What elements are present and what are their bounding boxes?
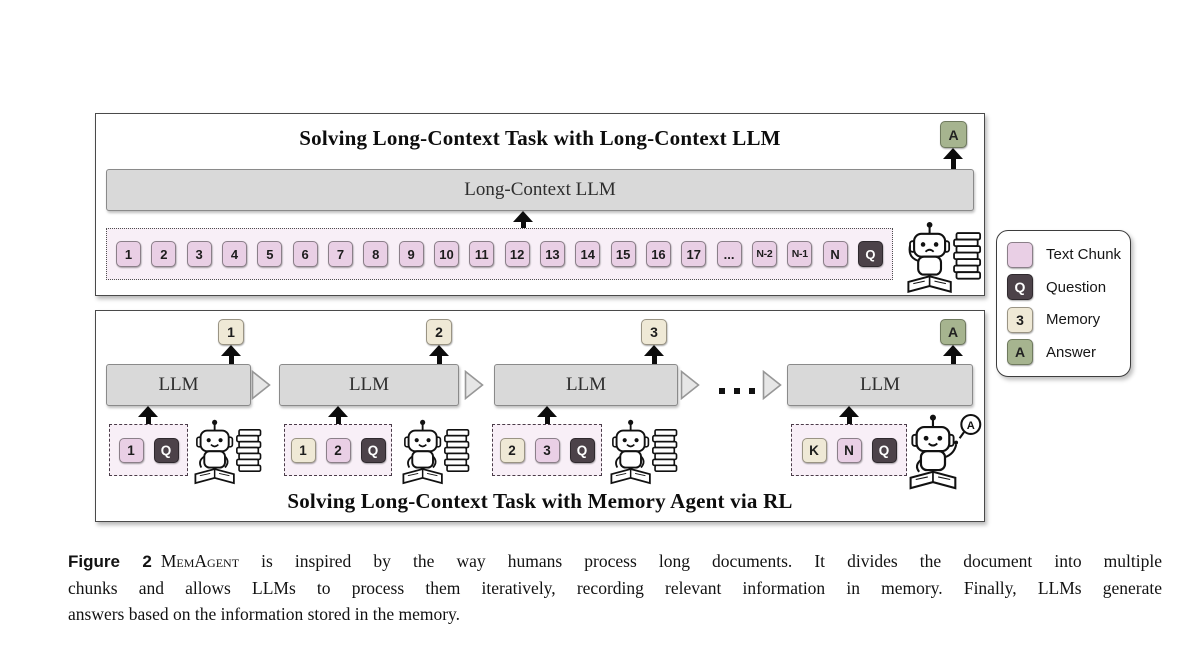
memory-swatch-icon: 3 <box>1007 306 1033 333</box>
output-arrow-icon <box>943 345 963 364</box>
llm-label: LLM <box>859 374 901 395</box>
chunk-token: 2 <box>325 437 351 463</box>
input-arrow-icon <box>328 406 348 424</box>
llm-bar: LLM <box>279 364 459 406</box>
question-token: Q <box>153 437 179 463</box>
caption-line-1: Figure 2 MemAgent is inspired by the way … <box>68 548 1162 575</box>
chunk-token: 13 <box>539 241 565 267</box>
legend-item-answer: A Answer <box>1007 339 1130 366</box>
top-panel-title: Solving Long-Context Task with Long-Cont… <box>299 126 781 150</box>
chunk-token: 3 <box>186 241 212 267</box>
chunks-to-llm-arrow-icon <box>513 211 533 228</box>
long-context-llm-bar: Long-Context LLM <box>106 169 974 211</box>
chunk-token: 5 <box>257 241 283 267</box>
memagent-name: MemAgent <box>160 551 240 571</box>
chunk-token: 14 <box>575 241 601 267</box>
legend-label: Question <box>1046 278 1107 296</box>
chunk-token: 8 <box>363 241 389 267</box>
chunk-token: 3 <box>534 437 560 463</box>
llm-bar: LLM <box>787 364 973 406</box>
memory-token: 2 <box>426 319 452 345</box>
legend: Text Chunk Q Question 3 Memory A Answer <box>996 230 1131 377</box>
output-arrow-icon <box>429 345 449 364</box>
bottom-panel-title: Solving Long-Context Task with Memory Ag… <box>287 489 793 513</box>
chunk-token: 10 <box>433 241 459 267</box>
memory-token: 2 <box>499 437 525 463</box>
question-token: Q <box>569 437 595 463</box>
memory-token: 1 <box>290 437 316 463</box>
llm-label: LLM <box>565 374 607 395</box>
input-arrow-icon <box>537 406 557 424</box>
answer-swatch-icon: A <box>1007 339 1033 366</box>
chunk-token: N-2 <box>751 241 777 267</box>
chevron-right-icon <box>464 369 484 405</box>
text-chunk-swatch-icon <box>1007 241 1033 268</box>
chunk-token: 15 <box>610 241 636 267</box>
chunk-token: 16 <box>645 241 671 267</box>
llm-label: LLM <box>348 374 390 395</box>
chunk-token: 12 <box>504 241 530 267</box>
chunk-token: 7 <box>327 241 353 267</box>
question-token: Q <box>871 437 897 463</box>
question-token: Q <box>360 437 386 463</box>
figure-caption: Figure 2 MemAgent is inspired by the way … <box>68 548 1162 628</box>
output-arrow-icon <box>221 345 241 364</box>
chunk-token: ... <box>716 241 742 267</box>
answer-arrow-icon <box>943 148 963 169</box>
chevron-right-icon <box>680 369 700 405</box>
chunk-token: 17 <box>681 241 707 267</box>
llm-label: LLM <box>158 374 199 395</box>
figure-number: Figure 2 <box>68 552 152 571</box>
writing-robot-icon <box>604 412 678 492</box>
output-arrow-icon <box>644 345 664 364</box>
writing-robot-icon <box>188 412 262 492</box>
ellipsis-icon <box>719 388 755 394</box>
legend-label: Text Chunk <box>1046 246 1122 264</box>
input-arrow-icon <box>839 406 859 424</box>
llm-bar: LLM <box>106 364 251 406</box>
caption-line-2: chunks and allows LLMs to process them i… <box>68 577 1162 598</box>
answer-token: A <box>940 319 966 345</box>
chunk-token: 1 <box>118 437 144 463</box>
caption-text: is inspired by the way humans process lo… <box>239 551 1163 571</box>
chunk-token: N <box>822 241 848 267</box>
chevron-right-icon <box>762 369 782 405</box>
answering-robot-icon: A <box>902 412 988 492</box>
legend-label: Memory <box>1046 311 1101 329</box>
chunk-token: 11 <box>469 241 495 267</box>
long-context-llm-label: Long-Context LLM <box>464 179 616 200</box>
legend-item-memory: 3 Memory <box>1007 306 1130 333</box>
memory-token: K <box>801 437 827 463</box>
chunk-token: N-1 <box>787 241 813 267</box>
chunk-token: 9 <box>398 241 424 267</box>
confused-robot-icon <box>899 220 983 295</box>
memory-token: 1 <box>218 319 244 345</box>
llm-bar: LLM <box>494 364 678 406</box>
question-token: Q <box>857 241 883 267</box>
svg-text:A: A <box>967 420 975 432</box>
caption-line-3: answers based on the information stored … <box>68 604 461 624</box>
chunk-token: 4 <box>221 241 247 267</box>
chunk-token: 2 <box>151 241 177 267</box>
memory-token: 3 <box>641 319 667 345</box>
legend-label: Answer <box>1046 343 1097 361</box>
input-arrow-icon <box>138 406 158 424</box>
chunk-token: N <box>836 437 862 463</box>
legend-item-text-chunk: Text Chunk <box>1007 241 1130 268</box>
legend-item-question: Q Question <box>1007 274 1130 301</box>
answer-token: A <box>940 121 967 148</box>
chevron-right-icon <box>251 369 271 405</box>
chunk-token: 6 <box>292 241 318 267</box>
chunk-token: 1 <box>116 241 141 267</box>
long-context-llm-panel: Solving Long-Context Task with Long-Cont… <box>95 113 985 296</box>
question-swatch-icon: Q <box>1007 274 1033 301</box>
writing-robot-icon <box>396 412 470 492</box>
